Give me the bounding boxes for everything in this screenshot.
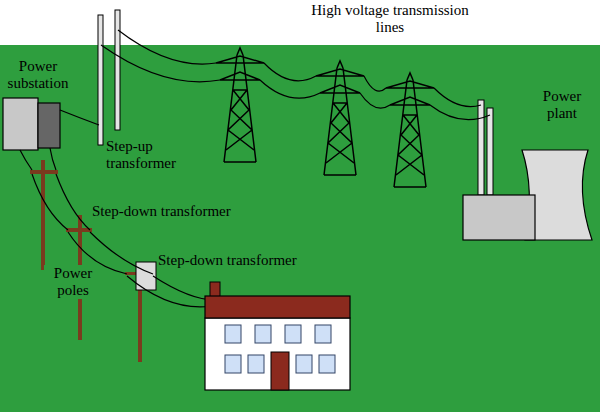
high-voltage-wires-part	[264, 63, 316, 81]
house-part	[285, 325, 301, 343]
transformer-label: Step-down transformer	[158, 252, 297, 269]
house-part	[205, 296, 350, 318]
transmission-towers-part	[386, 73, 434, 187]
substation-part	[60, 110, 99, 125]
transmission-towers	[216, 48, 434, 187]
high-voltage-wires-part	[360, 93, 390, 108]
sky	[0, 0, 600, 45]
house-part	[315, 325, 331, 343]
ground	[0, 45, 600, 412]
substation-poles-part	[115, 10, 120, 130]
house-part	[225, 325, 241, 343]
house-part	[271, 352, 289, 390]
substation-poles	[98, 10, 120, 145]
house	[205, 282, 350, 390]
high-voltage-wires	[101, 30, 490, 120]
plant-poles-part	[487, 108, 493, 195]
power-plant-part	[463, 195, 535, 240]
high-voltage-wires-part	[364, 76, 386, 91]
house-part	[296, 355, 312, 373]
transmission-towers-part	[316, 61, 364, 175]
substation-label: Power substation	[2, 58, 74, 92]
house-part	[248, 355, 264, 373]
distribution-poles-part	[41, 160, 45, 270]
transformer-label: Step-up transformer	[106, 138, 191, 172]
wire-label: High voltage transmission lines	[300, 2, 480, 36]
house-part	[255, 325, 271, 343]
high-voltage-wires-part	[260, 80, 320, 98]
distribution-wires-part	[32, 174, 68, 230]
house-part	[225, 355, 241, 373]
transformer-label: Step-down transformer	[92, 203, 231, 220]
distribution-poles-part	[30, 170, 58, 174]
plant-label: Power plant	[532, 88, 592, 122]
house-part	[319, 355, 335, 373]
substation-part	[3, 98, 38, 150]
house-part	[205, 318, 350, 390]
high-voltage-wires-part	[118, 30, 216, 64]
power-plant	[463, 150, 592, 240]
distribution-wires-part	[20, 150, 32, 170]
plant-poles-part	[478, 100, 484, 195]
distribution-wires-part	[127, 276, 212, 307]
substation-part	[38, 103, 60, 148]
poles-label: Power poles	[44, 265, 102, 299]
transmission-towers-part	[216, 48, 264, 162]
high-voltage-wires-part	[101, 45, 220, 82]
plant-poles	[478, 100, 493, 195]
distribution-wires-part	[56, 174, 90, 230]
distribution-wires-part	[50, 148, 56, 170]
substation	[3, 98, 99, 150]
high-voltage-wires-part	[430, 105, 490, 120]
high-voltage-wires-part	[434, 88, 481, 107]
distribution-poles	[30, 160, 156, 362]
